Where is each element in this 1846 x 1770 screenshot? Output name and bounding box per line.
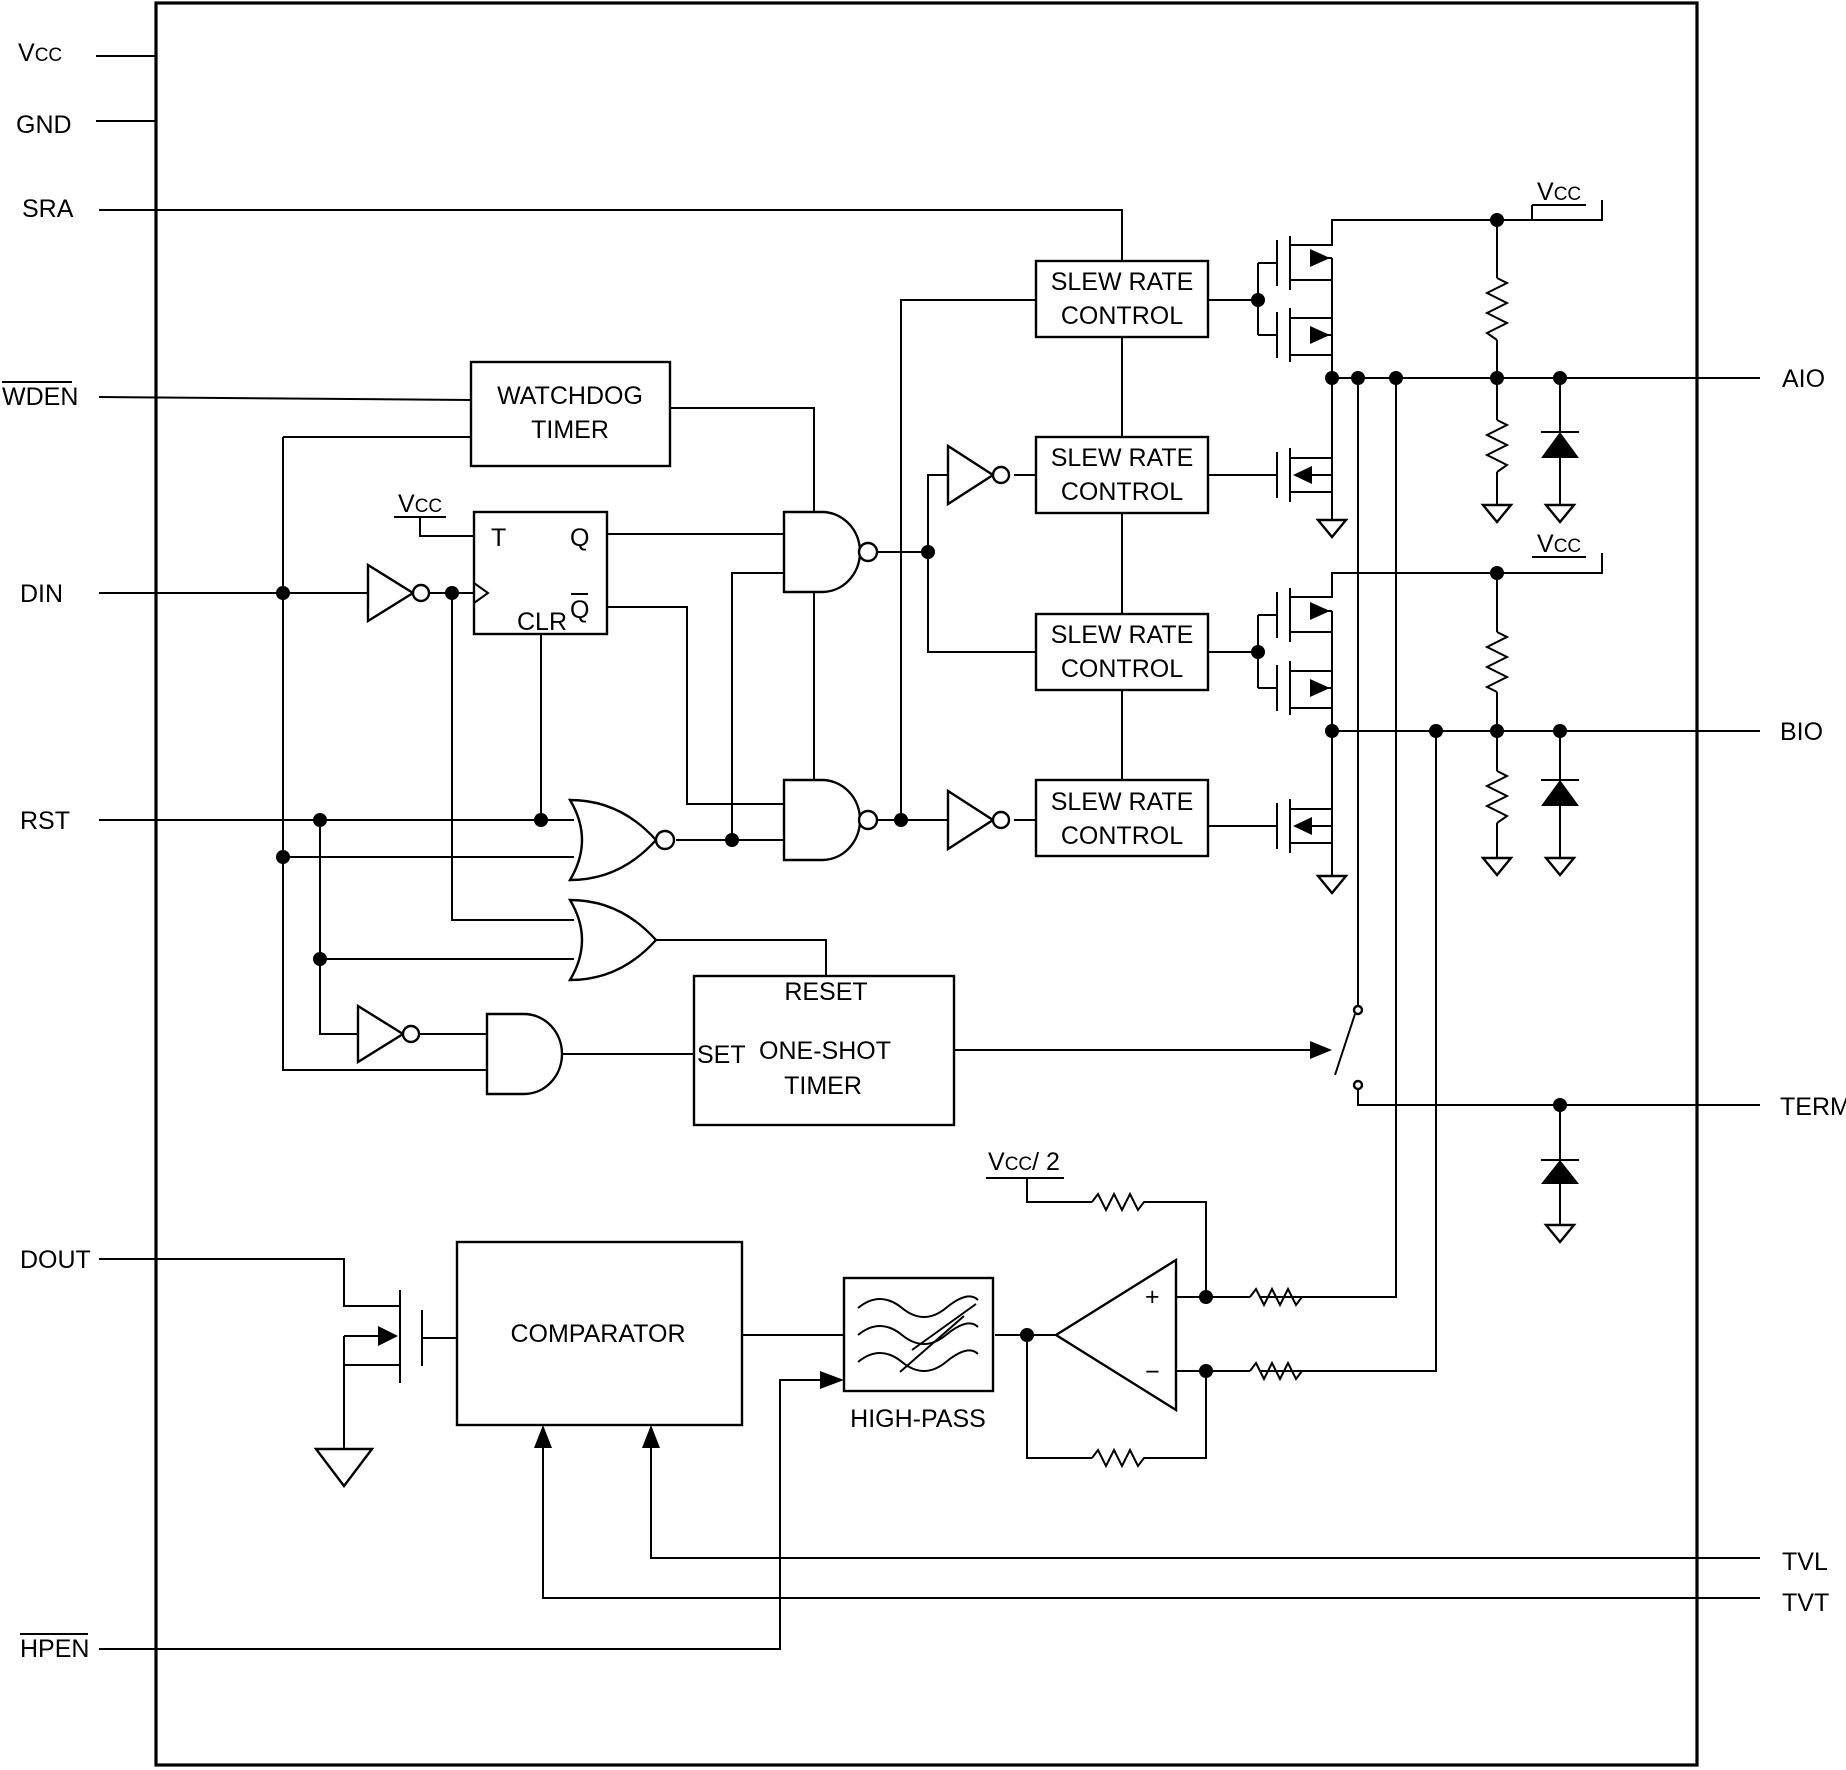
watchdog-timer: WATCHDOG TIMER xyxy=(469,360,672,468)
svg-text:VCC: VCC xyxy=(398,490,442,518)
pin-vcc: VCC xyxy=(18,39,62,67)
nand-gate-lower xyxy=(782,778,879,862)
one-shot-timer: RESET SET ONE-SHOT TIMER xyxy=(692,974,956,1127)
resistor-bio-input xyxy=(1249,1360,1436,1382)
pin-rst: RST xyxy=(20,807,70,835)
diode-aio xyxy=(1541,431,1579,524)
slew-rate-control-3: SLEW RATE CONTROL xyxy=(1034,612,1210,692)
pin-dout: DOUT xyxy=(20,1246,91,1274)
svg-text:VCC: VCC xyxy=(1537,178,1581,206)
mosfet-dout xyxy=(313,1290,423,1488)
svg-text:HIGH-PASS: HIGH-PASS xyxy=(850,1405,986,1433)
pin-wden: WDEN xyxy=(2,383,78,411)
svg-text:RESET: RESET xyxy=(784,978,867,1006)
vcc-supply-aio: VCC xyxy=(1532,178,1586,206)
slew-rate-control-4: SLEW RATE CONTROL xyxy=(1034,778,1210,858)
wires xyxy=(96,55,1760,1650)
svg-text:SLEW RATE: SLEW RATE xyxy=(1051,268,1194,296)
nor-gate-reset xyxy=(567,798,676,882)
vcc-supply-bio: VCC xyxy=(1532,530,1586,558)
mosfet-aio-high-2 xyxy=(1276,280,1333,362)
high-pass-filter: HIGH-PASS xyxy=(820,1276,995,1433)
mosfet-bio-low xyxy=(1276,799,1349,895)
nand-gate-upper xyxy=(782,510,879,594)
resistor-bio-pullup xyxy=(1484,631,1510,693)
svg-text:SLEW RATE: SLEW RATE xyxy=(1051,444,1194,472)
resistor-feedback xyxy=(1091,1447,1148,1469)
pin-gnd: GND xyxy=(16,111,72,139)
svg-text:Q: Q xyxy=(570,524,589,552)
chip-boundary xyxy=(154,1,1699,1767)
slew-rate-control-2: SLEW RATE CONTROL xyxy=(1034,435,1210,515)
svg-text:VCC: VCC xyxy=(1537,530,1581,558)
svg-text:SLEW RATE: SLEW RATE xyxy=(1051,788,1194,816)
svg-text:CLR: CLR xyxy=(517,608,567,636)
pin-tvl: TVL xyxy=(1782,1548,1828,1576)
pin-din: DIN xyxy=(20,580,63,608)
or-gate-reset xyxy=(567,898,658,982)
slew-rate-control-1: SLEW RATE CONTROL xyxy=(1034,259,1210,339)
svg-text:CONTROL: CONTROL xyxy=(1061,655,1183,683)
svg-text:+: + xyxy=(1145,1283,1160,1311)
svg-text:VCC/ 2: VCC/ 2 xyxy=(988,1148,1060,1176)
resistor-aio-pulldown xyxy=(1480,419,1514,524)
resistor-bio-pulldown xyxy=(1480,770,1514,877)
svg-text:CONTROL: CONTROL xyxy=(1061,478,1183,506)
pin-aio: AIO xyxy=(1782,365,1825,393)
svg-text:ONE-SHOT: ONE-SHOT xyxy=(759,1037,891,1065)
mosfet-bio-high-2 xyxy=(1276,632,1333,715)
svg-text:TIMER: TIMER xyxy=(531,416,609,444)
diode-bio xyxy=(1541,779,1579,877)
inverter-din xyxy=(366,562,474,624)
resistor-vcc-half xyxy=(1091,1191,1148,1213)
term-switch xyxy=(1310,1004,1364,1091)
mosfet-bio-high xyxy=(1276,577,1333,642)
diode-term xyxy=(1541,1159,1579,1244)
svg-text:COMPARATOR: COMPARATOR xyxy=(510,1320,685,1348)
pin-bio: BIO xyxy=(1780,718,1823,746)
resistor-aio-input xyxy=(1249,1286,1396,1308)
svg-text:WATCHDOG: WATCHDOG xyxy=(497,382,643,410)
svg-text:VCC: VCC xyxy=(18,39,62,67)
toggle-flip-flop: T Q Q CLR xyxy=(419,510,609,636)
svg-text:T: T xyxy=(491,524,506,552)
vcc-half-supply: VCC/ 2 xyxy=(986,1148,1064,1179)
svg-text:SET: SET xyxy=(697,1041,746,1069)
pin-hpen: HPEN xyxy=(20,1635,89,1663)
mosfet-aio-low xyxy=(1276,448,1349,539)
svg-text:−: − xyxy=(1145,1358,1160,1386)
comparator: COMPARATOR xyxy=(455,1240,744,1448)
svg-text:SLEW RATE: SLEW RATE xyxy=(1051,621,1194,649)
inverter-set xyxy=(356,1003,487,1065)
pin-sra: SRA xyxy=(22,195,74,223)
svg-text:CONTROL: CONTROL xyxy=(1061,822,1183,850)
svg-text:TIMER: TIMER xyxy=(784,1072,862,1100)
resistor-aio-pullup xyxy=(1484,277,1510,341)
inverter-lower xyxy=(946,788,1011,852)
junction-dots xyxy=(276,213,1567,1378)
pin-term: TERM xyxy=(1780,1093,1846,1121)
vcc-supply-ff: VCC xyxy=(394,490,446,518)
and-gate-set xyxy=(485,1012,564,1096)
pin-tvt: TVT xyxy=(1782,1589,1829,1617)
op-amp: + − xyxy=(1053,1257,1178,1413)
svg-text:Q: Q xyxy=(570,596,589,624)
inverter-upper xyxy=(946,443,1011,507)
mosfet-aio-high xyxy=(1276,223,1333,290)
svg-text:CONTROL: CONTROL xyxy=(1061,302,1183,330)
